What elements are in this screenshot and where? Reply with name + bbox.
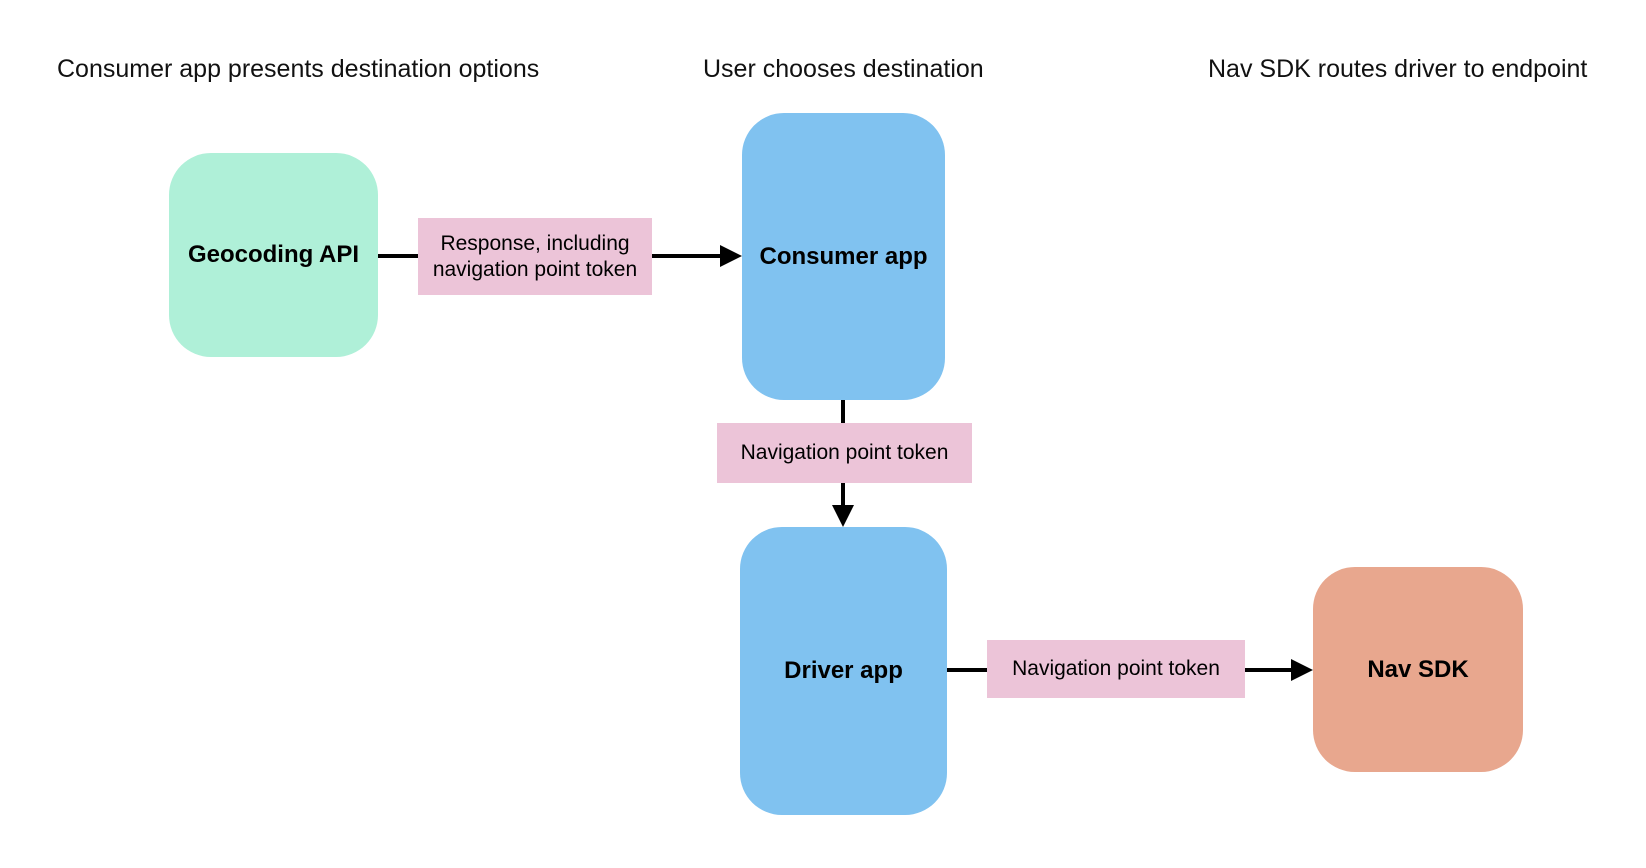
edge-driver-navsdk-arrowhead bbox=[1291, 659, 1313, 681]
edge-consumer-driver-line-end bbox=[841, 483, 845, 507]
node-nav-sdk-label: Nav SDK bbox=[1367, 655, 1469, 683]
edge-label-navigation-token-middle-text: Navigation point token bbox=[740, 441, 949, 464]
edge-driver-navsdk-line-end bbox=[1245, 668, 1293, 672]
node-driver-app-label: Driver app bbox=[784, 657, 903, 684]
phase-header-consumer-presents: Consumer app presents destination option… bbox=[57, 55, 540, 83]
edge-consumer-driver-line-start bbox=[841, 400, 845, 423]
edge-label-navigation-token-right-text: Navigation point token bbox=[1012, 657, 1220, 680]
edge-geocoding-consumer-arrowhead bbox=[720, 245, 742, 267]
phase-header-user-chooses: User chooses destination bbox=[703, 55, 984, 83]
edge-label-response-including-token: Response, including navigation point tok… bbox=[418, 218, 652, 295]
node-consumer-app-label: Consumer app bbox=[759, 242, 928, 270]
edge-driver-navsdk-line-start bbox=[947, 668, 987, 672]
node-consumer-app: Consumer app bbox=[742, 113, 945, 400]
edge-label-response-text: Response, including navigation point tok… bbox=[432, 231, 638, 281]
node-nav-sdk: Nav SDK bbox=[1313, 567, 1523, 772]
edge-consumer-driver-arrowhead bbox=[832, 505, 854, 527]
edge-geocoding-consumer-line-start bbox=[378, 254, 418, 258]
node-driver-app: Driver app bbox=[740, 527, 947, 815]
node-geocoding-api-label: Geocoding API bbox=[187, 241, 360, 268]
phase-header-navsdk-routes: Nav SDK routes driver to endpoint bbox=[1208, 55, 1588, 83]
node-geocoding-api: Geocoding API bbox=[169, 153, 378, 357]
edge-label-navigation-point-token-right: Navigation point token bbox=[987, 640, 1245, 698]
edge-geocoding-consumer-line-end bbox=[652, 254, 722, 258]
edge-label-navigation-point-token-middle: Navigation point token bbox=[717, 423, 972, 483]
